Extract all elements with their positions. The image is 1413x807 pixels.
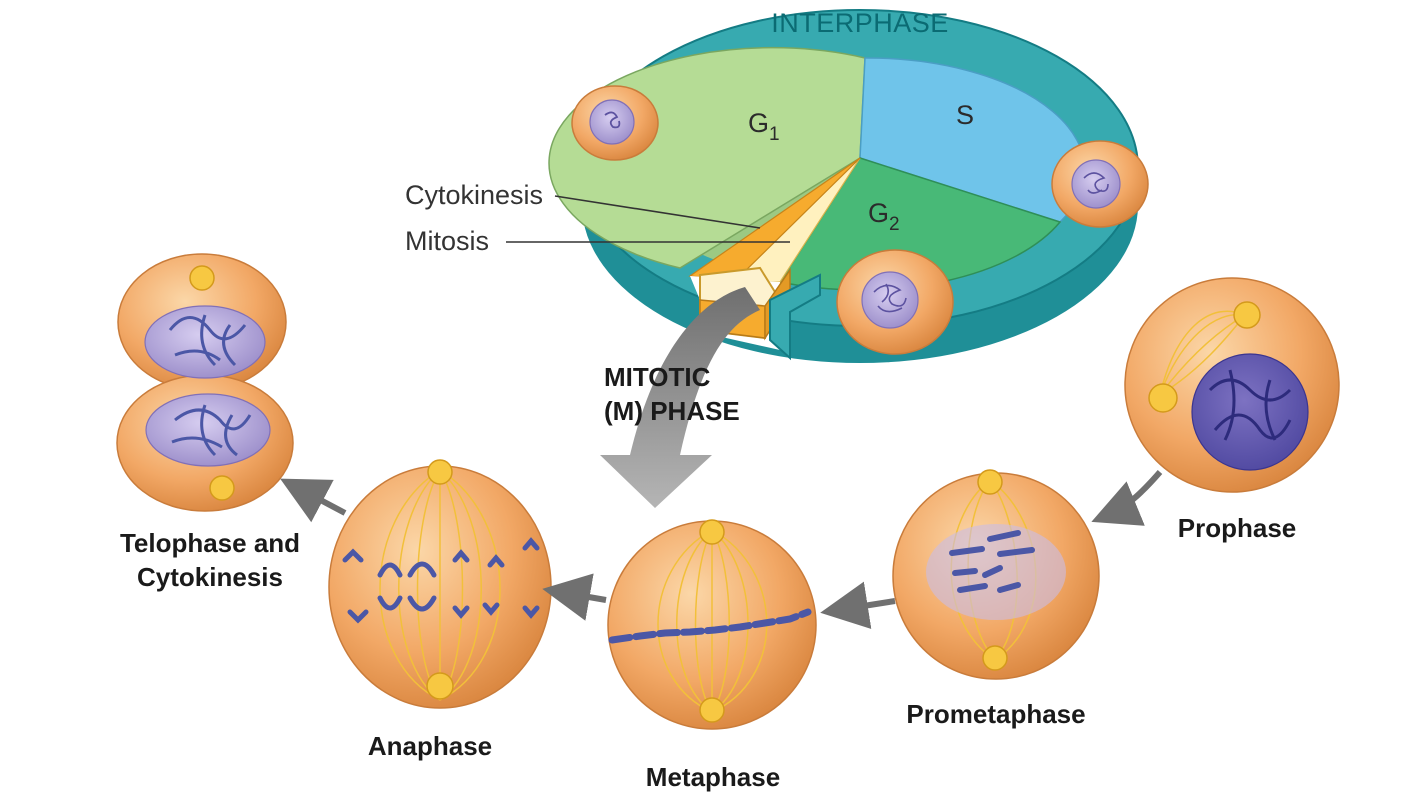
g1-label: G1: [748, 108, 780, 145]
g2-label: G2: [868, 198, 900, 235]
cytokinesis-leader-line: [554, 195, 761, 229]
arrow-anaphase-to-telophase: [280, 478, 347, 523]
gray-curved-arrow: [600, 287, 760, 508]
telophase-cell: [116, 253, 294, 512]
metaphase-label: Metaphase: [646, 762, 780, 792]
cell-cycle-wheel: INTERPHASE G1 S G2 Cytokinesis Mitosis: [405, 8, 1149, 363]
cytokinesis-callout: Cytokinesis: [405, 180, 543, 210]
interphase-cell-s: [1051, 140, 1149, 228]
m-phase-label-line2: (M) PHASE: [604, 396, 740, 426]
interphase-cell-g2: [836, 249, 954, 355]
prometaphase-label: Prometaphase: [906, 699, 1085, 729]
arrow-metaphase-to-anaphase: [542, 573, 607, 621]
interphase-label: INTERPHASE: [771, 8, 949, 38]
prophase-label: Prophase: [1178, 513, 1297, 543]
s-label: S: [956, 100, 974, 130]
m-phase-label-line1: MITOTIC: [604, 362, 711, 392]
interphase-cell-g1: [571, 85, 659, 161]
prophase-cell: [1124, 277, 1340, 493]
m-phase-arrow: [600, 287, 760, 508]
telophase-label-line1: Telophase and: [120, 528, 300, 558]
ring-arrowhead: [769, 273, 821, 361]
metaphase-cell: [607, 519, 817, 730]
arrow-prophase-to-prometaphase: [1091, 470, 1163, 526]
prometaphase-cell: [892, 469, 1100, 680]
telophase-label-line2: Cytokinesis: [137, 562, 283, 592]
stage-arrows: [280, 470, 1163, 630]
anaphase-label: Anaphase: [368, 731, 492, 761]
arrow-prometaphase-to-metaphase: [820, 581, 896, 630]
mitosis-callout: Mitosis: [405, 226, 489, 256]
anaphase-cell: [328, 459, 552, 709]
